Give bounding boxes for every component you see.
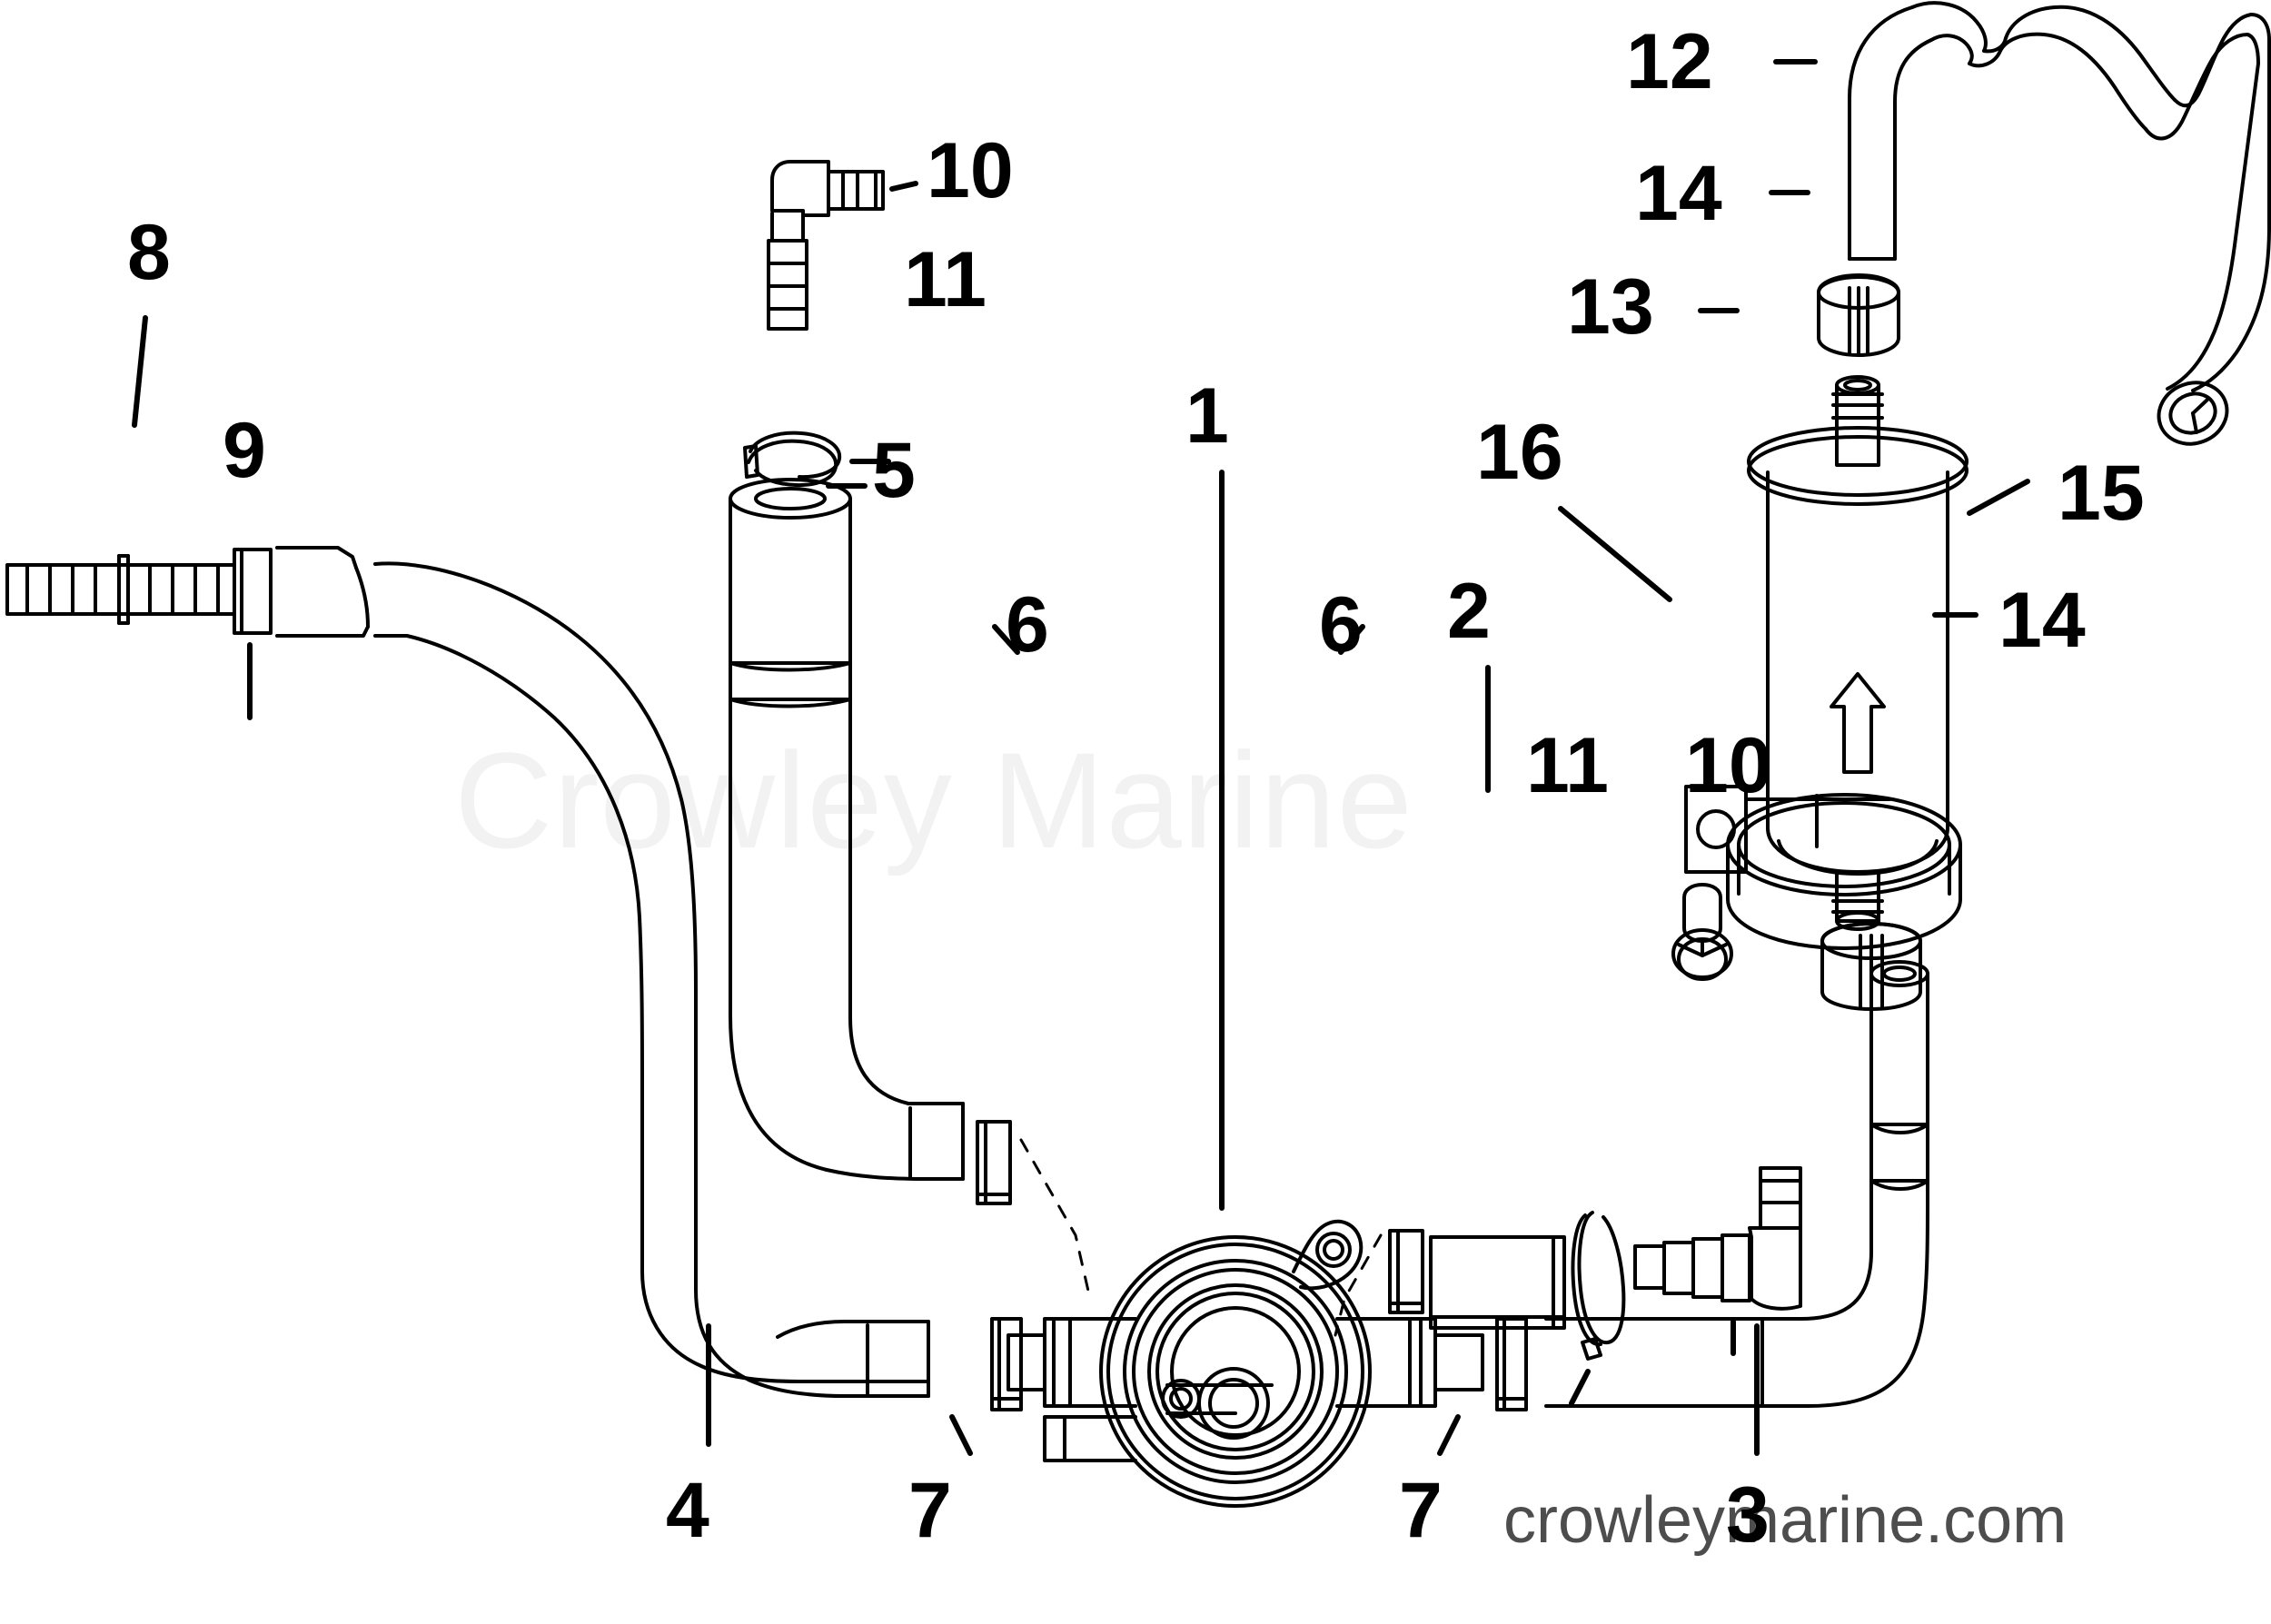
leader-lines [132, 59, 2030, 1456]
callout-1-fuel-pump-assembly: 1 [1185, 372, 1229, 460]
watermark-bottom: crowleymarine.com [1503, 1484, 2068, 1557]
callout-2-connector-sleeve: 2 [1447, 568, 1491, 655]
part-filter-bracket [1684, 785, 1962, 950]
part-hose-clamp-pump-left [990, 1317, 1023, 1411]
part-hose-return [1848, 1, 2271, 446]
callout-14-hose-clamp-filter-top: 14 [1635, 150, 1722, 237]
callout-8-barbed-connector: 8 [127, 209, 171, 296]
part-fuel-filter [1747, 375, 1969, 931]
part-spring-clip-upper [743, 431, 842, 488]
part-elbow-fitting-upper [767, 160, 885, 331]
part-hose-clamp-left [976, 1120, 1012, 1205]
callout-10-elbow-fitting-lower: 10 [1685, 722, 1772, 809]
part-hose-clamp-right [1388, 1229, 1424, 1314]
callout-4-hose-inlet: 4 [666, 1467, 709, 1554]
part-hose-clamp-pump-right [1495, 1317, 1528, 1411]
callout-15-filter-bracket: 15 [2058, 450, 2145, 537]
callout-6-hose-clamp-left: 6 [1006, 581, 1049, 668]
part-fuel-pump-assembly [1007, 1219, 1484, 1508]
part-hose-filter-to-pump [1544, 960, 1929, 1408]
callout-6-hose-clamp-right: 6 [1319, 581, 1363, 668]
callout-9-ferrule: 9 [223, 407, 266, 494]
part-spring-clip-lower [1571, 1211, 1626, 1361]
part-hose-inlet [275, 546, 930, 1398]
callout-11-spring-clip-upper: 11 [904, 236, 987, 323]
callout-13-fuel-filter: 13 [1567, 263, 1654, 351]
part-connector-sleeve [1429, 1235, 1566, 1330]
callout-10-elbow-fitting-upper: 10 [927, 127, 1014, 214]
part-elbow-fitting-lower [1633, 1166, 1802, 1311]
callout-5-hose-vent: 5 [872, 427, 916, 514]
part-ferrule [233, 548, 273, 635]
callout-7-hose-clamp-pump-right: 7 [1399, 1467, 1443, 1554]
part-hose-clamp-filter-top [1817, 273, 1900, 357]
callout-3-hose-filter-to-pump: 3 [1726, 1471, 1770, 1559]
callout-11-spring-clip-lower: 11 [1526, 722, 1609, 809]
leader-dash-6-left [1019, 1138, 1092, 1301]
part-hose-clamp-filter-bottom [1820, 922, 1922, 1011]
part-mounting-bolt [1671, 883, 1733, 981]
callout-14-hose-clamp-filter-bottom: 14 [1998, 577, 2086, 664]
callout-7-hose-clamp-pump-left: 7 [908, 1467, 952, 1554]
leader-dash-6-right [1334, 1233, 1383, 1337]
part-barbed-connector [5, 554, 236, 625]
part-hose-vent [729, 478, 965, 1181]
callout-16-mounting-bolt: 16 [1476, 409, 1563, 496]
callout-12-hose-return: 12 [1626, 18, 1713, 105]
